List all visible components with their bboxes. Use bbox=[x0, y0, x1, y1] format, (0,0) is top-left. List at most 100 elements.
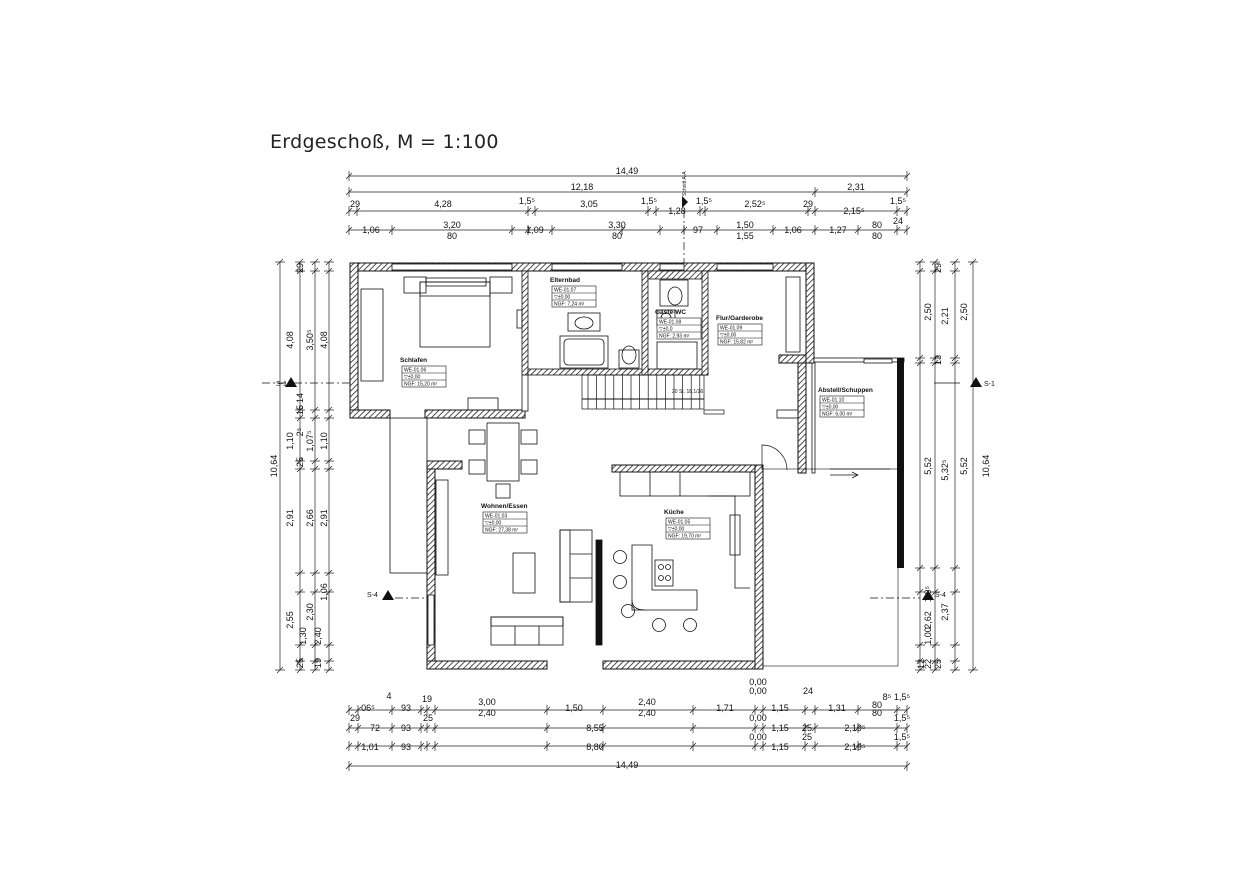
dimensions-right bbox=[915, 258, 978, 674]
room-stamp-box bbox=[656, 317, 702, 340]
dim-bottom: 24 bbox=[803, 686, 813, 696]
section-label-s4-left: S-4 bbox=[367, 592, 378, 599]
dim-top: 12,18 bbox=[571, 182, 594, 192]
room-stamp-box bbox=[819, 395, 865, 418]
dim-top: 80 bbox=[612, 231, 622, 241]
dim-bottom: 0,00 bbox=[749, 732, 767, 742]
dim-left: 2⁵ bbox=[295, 427, 305, 436]
dim-bottom: 1,5⁵ bbox=[894, 732, 911, 742]
room-area: NGF: 15,82 m² bbox=[720, 340, 753, 346]
dim-bottom: 1,01 bbox=[361, 742, 379, 752]
room-name: Gäste-WC bbox=[655, 309, 686, 316]
dim-right: 2,21 bbox=[940, 307, 950, 325]
room-level: ▽±0,00 bbox=[822, 405, 839, 411]
room-stamp-box bbox=[401, 365, 447, 388]
dim-top: 2,31 bbox=[847, 182, 865, 192]
dim-bottom: 1,5⁵ bbox=[894, 713, 911, 723]
room-stamp-box bbox=[482, 511, 528, 534]
dim-left: 15 bbox=[295, 405, 305, 415]
dim-right-overall: 10,64 bbox=[981, 455, 991, 478]
room-name: Küche bbox=[664, 509, 684, 516]
dim-bottom: 2,40 bbox=[638, 708, 656, 718]
stairs: 20 St. 18,1/26 bbox=[581, 374, 725, 415]
dim-top: 1,27 bbox=[829, 225, 847, 235]
dim-top: 2,52⁵ bbox=[744, 199, 766, 209]
dim-left: 14 bbox=[295, 393, 305, 403]
room-name: Elternbad bbox=[550, 277, 580, 284]
dimension-labels-bottom: 06⁵ 4 93 19 3,00 1,50 2,40 1,71 0,00 1,1… bbox=[350, 677, 910, 770]
dim-right: 1,00 bbox=[923, 627, 933, 645]
dim-bottom: 1,71 bbox=[716, 703, 734, 713]
dim-left: 2,91 bbox=[285, 509, 295, 527]
dim-top: 29 bbox=[803, 199, 813, 209]
dim-bottom: 1,15 bbox=[771, 723, 789, 733]
room-area: NGF: 15,20 m² bbox=[404, 382, 437, 388]
dim-right: 5,52 bbox=[959, 457, 969, 475]
drawing-title: Erdgeschoß, M = 1:100 bbox=[270, 131, 499, 153]
room-code: WE-01.10 bbox=[822, 398, 844, 404]
dining-table bbox=[468, 422, 538, 499]
dim-left: 1,10 bbox=[285, 432, 295, 450]
dim-bottom: 93 bbox=[401, 703, 411, 713]
room-level: ▽±0,0 bbox=[659, 327, 673, 333]
dim-bottom: 19 bbox=[422, 694, 432, 704]
kitchen-furniture bbox=[613, 471, 751, 632]
room-area: NGF: 7,24 m² bbox=[554, 302, 585, 308]
dim-top: 97 bbox=[693, 225, 703, 235]
dim-bottom: 93 bbox=[401, 742, 411, 752]
room-level: ▽±0,00 bbox=[668, 527, 685, 533]
dim-right: 2,50 bbox=[959, 303, 969, 321]
dim-top: 1,55 bbox=[736, 231, 754, 241]
dim-right: 29 bbox=[933, 263, 943, 273]
dim-bottom: 4 bbox=[386, 691, 391, 701]
room-area: NGF: 27,38 m² bbox=[485, 528, 518, 534]
dim-bottom: 25 bbox=[802, 723, 812, 733]
section-arrow-s4-left bbox=[382, 590, 394, 600]
room-code: WE-01.05 bbox=[668, 520, 690, 526]
dim-left: 2,55 bbox=[285, 611, 295, 629]
room-name: Flur/Garderobe bbox=[716, 315, 763, 322]
dimensions-bottom bbox=[345, 705, 911, 771]
dim-top: 3,30 bbox=[608, 220, 626, 230]
room-level: ▽±0,00 bbox=[485, 521, 502, 527]
dim-top-overall: 14,49 bbox=[616, 166, 639, 176]
dim-right: 2,37 bbox=[940, 603, 950, 621]
room-stamp-box bbox=[717, 323, 763, 346]
dim-bottom: 1,15 bbox=[771, 703, 789, 713]
room-code: WE-01.07 bbox=[554, 288, 576, 294]
dim-right: 13 bbox=[933, 355, 943, 365]
dim-right: 2,50 bbox=[923, 303, 933, 321]
dim-left: 1,10 bbox=[319, 432, 329, 450]
room-code: WE-01.09 bbox=[720, 326, 742, 332]
dimensions-left bbox=[275, 258, 334, 674]
dim-bottom: 2,40 bbox=[638, 697, 656, 707]
dim-bottom: 1,5⁵ bbox=[894, 692, 911, 702]
dim-bottom: 1,31 bbox=[828, 703, 846, 713]
room-code: WE-01.03 bbox=[485, 514, 507, 520]
room-level: ▽±0,00 bbox=[720, 333, 737, 339]
dim-bottom: 0,00 bbox=[749, 677, 767, 687]
dim-bottom: 0,00 bbox=[749, 686, 767, 696]
dim-left: 2,66 bbox=[305, 509, 315, 527]
dim-top: 24 bbox=[893, 216, 903, 226]
dim-bottom: 80 bbox=[872, 708, 882, 718]
dim-left: 2,30 bbox=[305, 603, 315, 621]
dim-top: 1,5⁵ bbox=[641, 196, 658, 206]
room-level: ▽±0,00 bbox=[554, 295, 571, 301]
dim-top: 2,15⁵ bbox=[843, 206, 865, 216]
dim-bottom: 25 bbox=[802, 732, 812, 742]
dim-top: 1,5⁵ bbox=[519, 196, 536, 206]
section-arrow-aa bbox=[682, 196, 688, 208]
room-code: WE-01.06 bbox=[404, 368, 426, 374]
dim-top: 80 bbox=[872, 231, 882, 241]
shed-door bbox=[830, 468, 890, 479]
section-arrow-s1-left bbox=[285, 377, 297, 387]
section-label-s1-right: S-1 bbox=[984, 381, 995, 388]
dim-right: 12 bbox=[916, 659, 926, 669]
section-label-s1-left: S-1 bbox=[276, 381, 287, 388]
